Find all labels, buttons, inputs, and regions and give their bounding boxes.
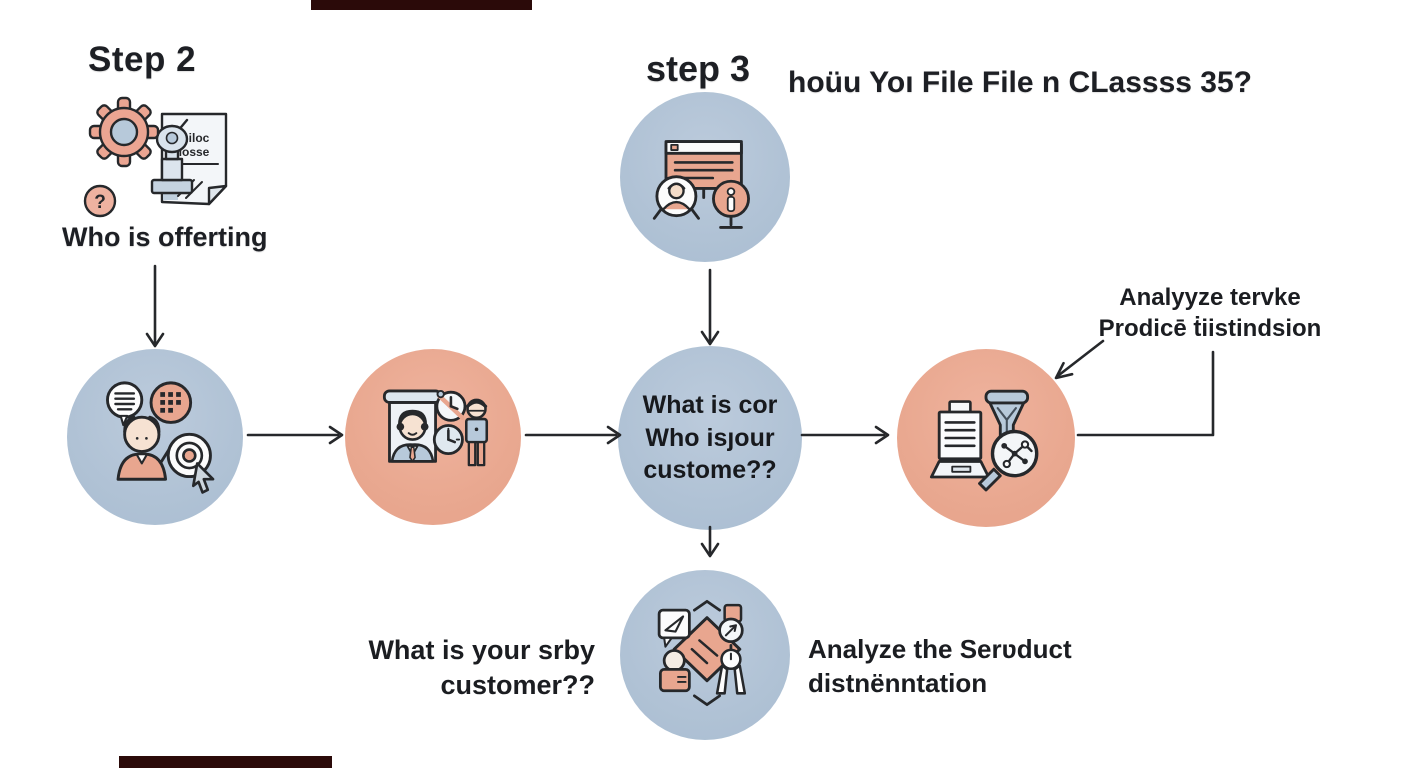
person-badge-icon (658, 649, 691, 693)
chevron-up-icon (693, 599, 721, 612)
node-research-circle (345, 349, 521, 525)
presentation-info-icon (652, 140, 750, 229)
handshake-stopwatch-icon (657, 599, 747, 707)
clock-slash-icon (435, 389, 467, 422)
arrow-research-to-core (524, 425, 622, 445)
core-question-line1: What is cor (642, 391, 778, 420)
step3-heading: step 3 (646, 48, 751, 89)
arrow-core-to-engagement (700, 525, 720, 558)
wrist-watch-icon (718, 603, 744, 644)
step2-caption: Who is offerting (62, 222, 268, 252)
target-cursor-icon (166, 432, 215, 494)
network-magnifier-icon (978, 429, 1039, 492)
gear-stamp-document-icon: Ghiloc Mosse (83, 96, 228, 218)
step2-heading: Step 2 (88, 40, 197, 79)
page-title: hoüu Yoı File File n CLassss 35? (788, 66, 1253, 99)
person-speech-keypad-target-icon (106, 381, 215, 494)
arrow-offering-to-research (246, 425, 344, 445)
customer-question-line1: What is your srby (368, 635, 595, 665)
chevron-down-icon (693, 694, 721, 707)
chat-plane-icon (657, 608, 691, 648)
top-redaction-bar (311, 0, 532, 10)
question-mark-icon (83, 184, 117, 218)
standing-person-icon (465, 398, 489, 467)
keypad-icon (149, 381, 193, 424)
node-analysis-circle (897, 349, 1075, 527)
clock-icon (432, 424, 464, 456)
bottom-redaction-bar (119, 756, 332, 768)
core-question-line3: custome?? (643, 456, 777, 485)
arrow-core-to-analysis (800, 425, 890, 445)
presentation-board-icon (664, 140, 743, 214)
label-analyze-service: Analyyze tervke Prodicē ṫiistindsion (1075, 282, 1345, 344)
node-offering-circle (67, 349, 243, 525)
info-sign-icon (712, 179, 750, 229)
label-analyze-product: Analyze the Serʋduct distnënntation (808, 633, 1098, 701)
clipboard-funnel-magnifier-icon (929, 389, 1039, 492)
arrow-label-to-analysis (1054, 339, 1105, 380)
portrait-clocks-person-icon (382, 389, 489, 467)
question-mark-glyph: ? (94, 192, 106, 213)
speech-bubble-icon (106, 381, 144, 427)
analyze-product-line2: distnënntation (808, 667, 988, 698)
stamp-icon (150, 124, 194, 195)
arrow-step3-down (700, 268, 720, 346)
person-icon (116, 415, 175, 481)
gear-icon (88, 96, 160, 168)
customer-question-line2: customer?? (440, 670, 595, 701)
stopwatch-hands-icon (715, 644, 747, 695)
person-magnifier-icon (652, 175, 700, 220)
clipboard-icon (929, 400, 991, 479)
label-customer-question: What is your srby customer?? (355, 633, 595, 703)
arrow-offering-down (145, 264, 165, 348)
connector-analysis-elbow (1076, 350, 1215, 437)
node-step3-circle (620, 92, 790, 262)
analyze-service-line1: Analyyze tervke (1119, 284, 1301, 311)
core-question-line2: Who isȷour (645, 423, 775, 452)
portrait-frame-icon (382, 389, 443, 463)
analyze-service-line2: Prodicē ṫiistindsion (1098, 315, 1322, 343)
node-engagement-circle (620, 570, 790, 740)
step2-illustration: Ghiloc Mosse (78, 88, 238, 220)
node-core-customer-circle: What is cor Who isȷour custome?? (618, 346, 802, 530)
analyze-product-line1: Analyze the Serʋduct (808, 634, 1072, 664)
